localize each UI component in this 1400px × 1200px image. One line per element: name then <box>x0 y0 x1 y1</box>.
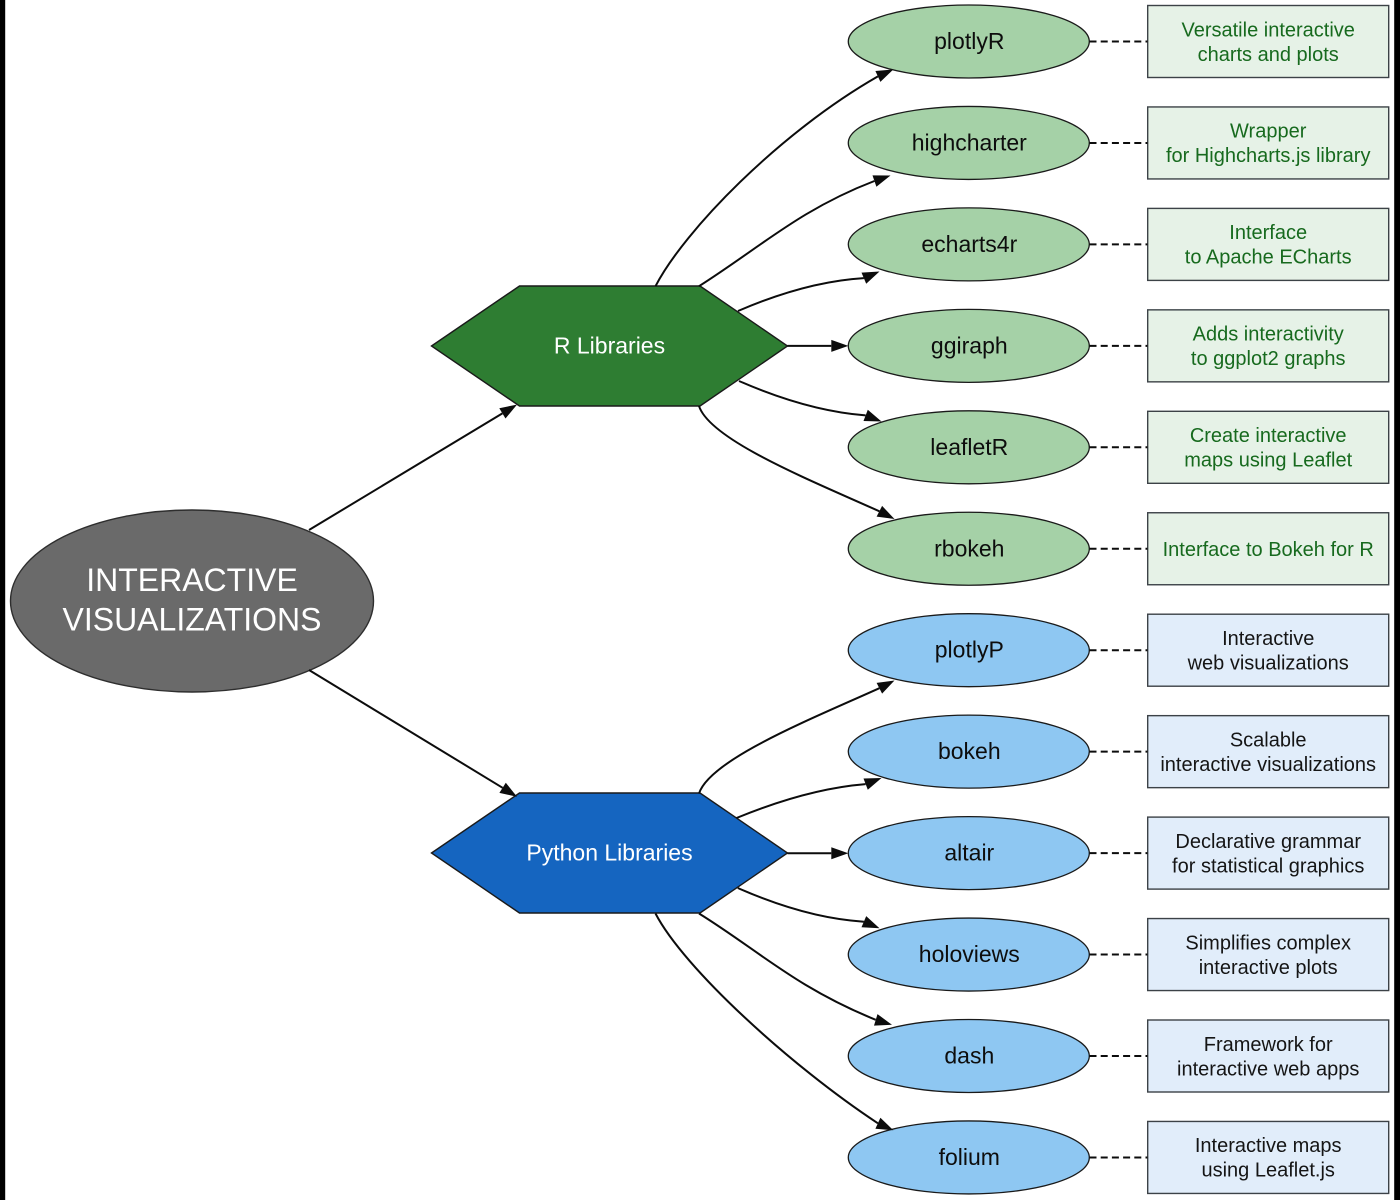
svg-text:Declarative grammar: Declarative grammar <box>1175 831 1361 853</box>
svg-text:Simplifies complex: Simplifies complex <box>1185 932 1351 954</box>
svg-text:folium: folium <box>939 1144 1000 1170</box>
svg-text:Interface: Interface <box>1229 222 1307 244</box>
svg-text:R Libraries: R Libraries <box>554 333 665 359</box>
svg-text:Wrapper: Wrapper <box>1230 121 1307 143</box>
svg-text:altair: altair <box>944 840 994 866</box>
svg-text:bokeh: bokeh <box>938 738 1001 764</box>
svg-text:maps using Leaflet: maps using Leaflet <box>1184 450 1352 472</box>
svg-text:highcharter: highcharter <box>912 129 1027 155</box>
svg-text:echarts4r: echarts4r <box>921 231 1017 257</box>
svg-text:Framework for: Framework for <box>1204 1034 1333 1056</box>
svg-text:Interface to Bokeh for R: Interface to Bokeh for R <box>1163 539 1374 561</box>
svg-text:interactive visualizations: interactive visualizations <box>1160 754 1376 776</box>
svg-text:VISUALIZATIONS: VISUALIZATIONS <box>62 602 321 638</box>
svg-text:rbokeh: rbokeh <box>934 535 1004 561</box>
svg-text:Python Libraries: Python Libraries <box>526 840 692 866</box>
svg-text:ggiraph: ggiraph <box>931 332 1008 358</box>
svg-text:for statistical graphics: for statistical graphics <box>1172 855 1364 877</box>
svg-text:to Apache ECharts: to Apache ECharts <box>1185 247 1352 269</box>
svg-text:INTERACTIVE: INTERACTIVE <box>86 562 298 598</box>
svg-text:for Highcharts.js library: for Highcharts.js library <box>1166 145 1371 167</box>
svg-text:web visualizations: web visualizations <box>1187 652 1349 674</box>
svg-text:using Leaflet.js: using Leaflet.js <box>1201 1160 1334 1182</box>
svg-text:holoviews: holoviews <box>919 941 1020 967</box>
svg-text:plotlyR: plotlyR <box>934 28 1004 54</box>
svg-text:charts and plots: charts and plots <box>1198 44 1339 66</box>
svg-text:interactive plots: interactive plots <box>1199 957 1338 979</box>
svg-text:plotlyP: plotlyP <box>935 637 1004 663</box>
svg-text:Interactive: Interactive <box>1222 628 1314 650</box>
svg-text:Scalable: Scalable <box>1230 729 1307 751</box>
svg-text:dash: dash <box>944 1043 994 1069</box>
svg-text:interactive web apps: interactive web apps <box>1177 1058 1359 1080</box>
svg-text:leafletR: leafletR <box>930 434 1008 460</box>
svg-text:Interactive maps: Interactive maps <box>1195 1135 1342 1157</box>
svg-text:to ggplot2 graphs: to ggplot2 graphs <box>1191 348 1346 370</box>
svg-text:Adds interactivity: Adds interactivity <box>1193 324 1344 346</box>
svg-text:Versatile interactive: Versatile interactive <box>1181 19 1354 41</box>
svg-text:Create interactive: Create interactive <box>1190 425 1347 447</box>
